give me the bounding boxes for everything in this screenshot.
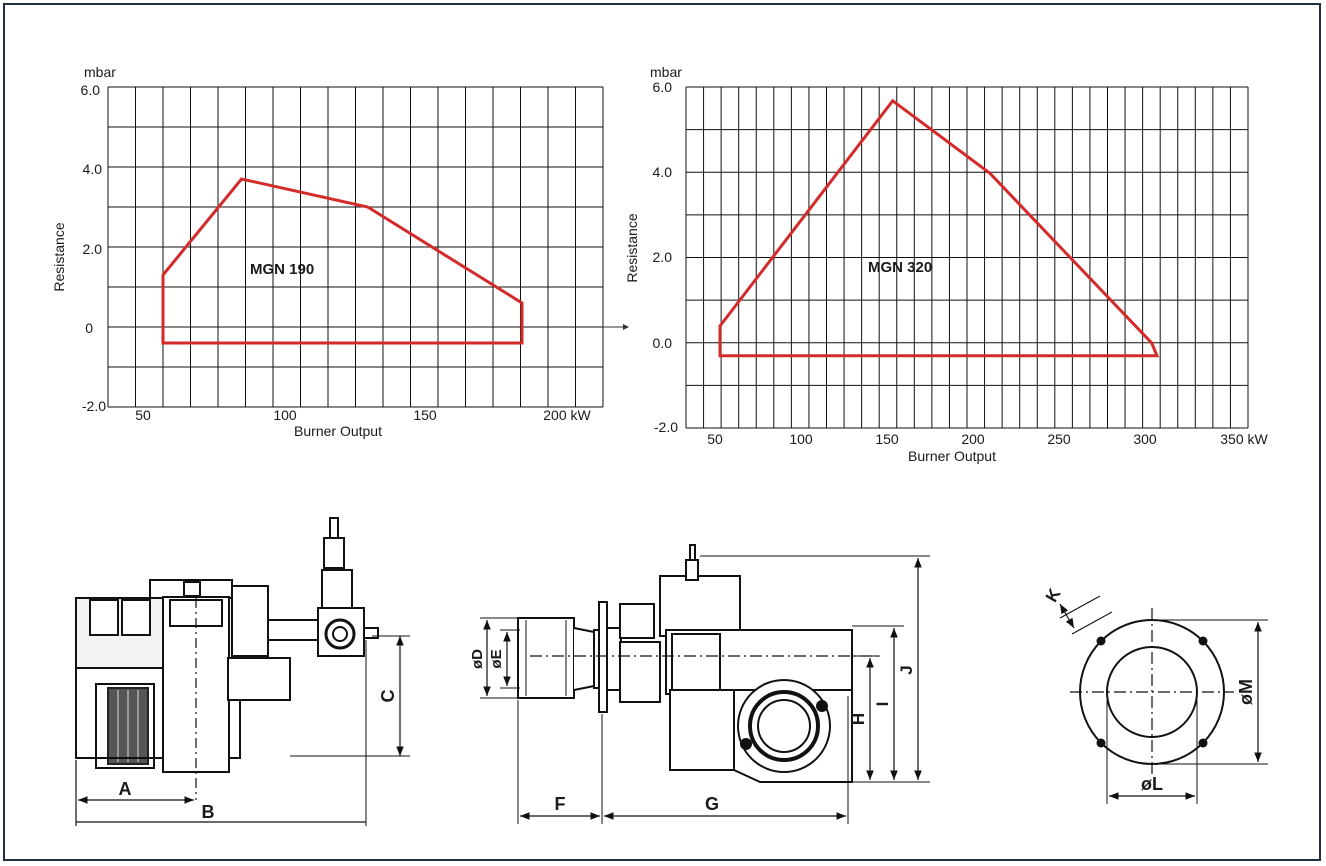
dim-label-g: G: [705, 794, 719, 814]
chart2-grid: [685, 86, 1249, 429]
page-border: [3, 3, 1321, 861]
dim-label-j: J: [897, 665, 916, 674]
chart1-xtick-2: 150: [413, 407, 437, 423]
front-view-drawing: [480, 544, 930, 824]
chart2-xtick-4: 250: [1047, 431, 1071, 447]
chart2-xtick-5: 300: [1133, 431, 1157, 447]
chart-mgn320: mbar 6.0 4.0 2.0 0.0 -2.0 50 100 150 200…: [624, 64, 1269, 464]
side-view-labels: A B C: [119, 690, 399, 823]
chart1-ylabel: Resistance: [51, 222, 67, 291]
chart1-xlabel: Burner Output: [294, 423, 382, 439]
chart1-envelope: [161, 177, 524, 345]
dim-label-f: F: [555, 794, 566, 814]
dim-label-i: I: [873, 702, 892, 707]
chart1-xtick-3: 200 kW: [543, 407, 591, 423]
side-view-drawing: [75, 517, 410, 826]
chart2-ytick-3: 0.0: [653, 335, 673, 351]
dim-label-e: øE: [488, 649, 505, 668]
chart1-ytick-4: -2.0: [82, 398, 106, 414]
chart1-ytick-3: 0: [85, 320, 93, 336]
chart-mgn190: mbar 6.0 4.0 2.0 0 -2.0 50 100 150 200 k…: [51, 64, 629, 439]
chart2-unit-label: mbar: [650, 64, 682, 80]
chart2-ytick-1: 4.0: [653, 164, 673, 180]
dim-label-l: øL: [1141, 774, 1163, 794]
chart1-ytick-1: 4.0: [83, 161, 103, 177]
dim-label-d: øD: [469, 649, 486, 669]
chart1-xtick-1: 100: [273, 407, 297, 423]
chart2-annotation: MGN 320: [868, 259, 932, 276]
dim-label-k: K: [1042, 585, 1065, 606]
charts: mbar 6.0 4.0 2.0 0 -2.0 50 100 150 200 k…: [51, 64, 1269, 464]
chart2-xtick-3: 200: [961, 431, 985, 447]
chart1-annotation: MGN 190: [250, 261, 314, 278]
dim-label-m: øM: [1236, 679, 1256, 705]
chart1-unit-label: mbar: [84, 64, 116, 80]
chart1-xtick-0: 50: [135, 407, 151, 423]
dim-label-c: C: [378, 690, 398, 703]
chart2-ytick-2: 2.0: [653, 249, 673, 265]
dim-label-h: H: [849, 713, 868, 725]
chart2-xtick-0: 50: [707, 431, 723, 447]
front-view-labels: øD øE F G H I J: [469, 649, 916, 814]
chart1-ytick-0: 6.0: [81, 82, 101, 98]
chart2-xtick-6: 350 kW: [1220, 431, 1268, 447]
chart2-ylabel: Resistance: [624, 213, 640, 282]
chart2-xlabel: Burner Output: [908, 448, 996, 464]
chart2-envelope: [718, 98, 1160, 358]
dim-label-b: B: [202, 802, 215, 822]
chart1-x-axis-arrowhead: [623, 324, 629, 330]
dim-label-a: A: [119, 779, 132, 799]
chart2-ytick-0: 6.0: [653, 79, 673, 95]
chart2-xtick-1: 100: [789, 431, 813, 447]
chart1-ytick-2: 2.0: [83, 241, 103, 257]
chart2-xtick-2: 150: [875, 431, 899, 447]
flange-view-drawing: [1059, 595, 1268, 804]
chart2-ytick-4: -2.0: [654, 419, 678, 435]
chart1-grid: [107, 86, 604, 408]
